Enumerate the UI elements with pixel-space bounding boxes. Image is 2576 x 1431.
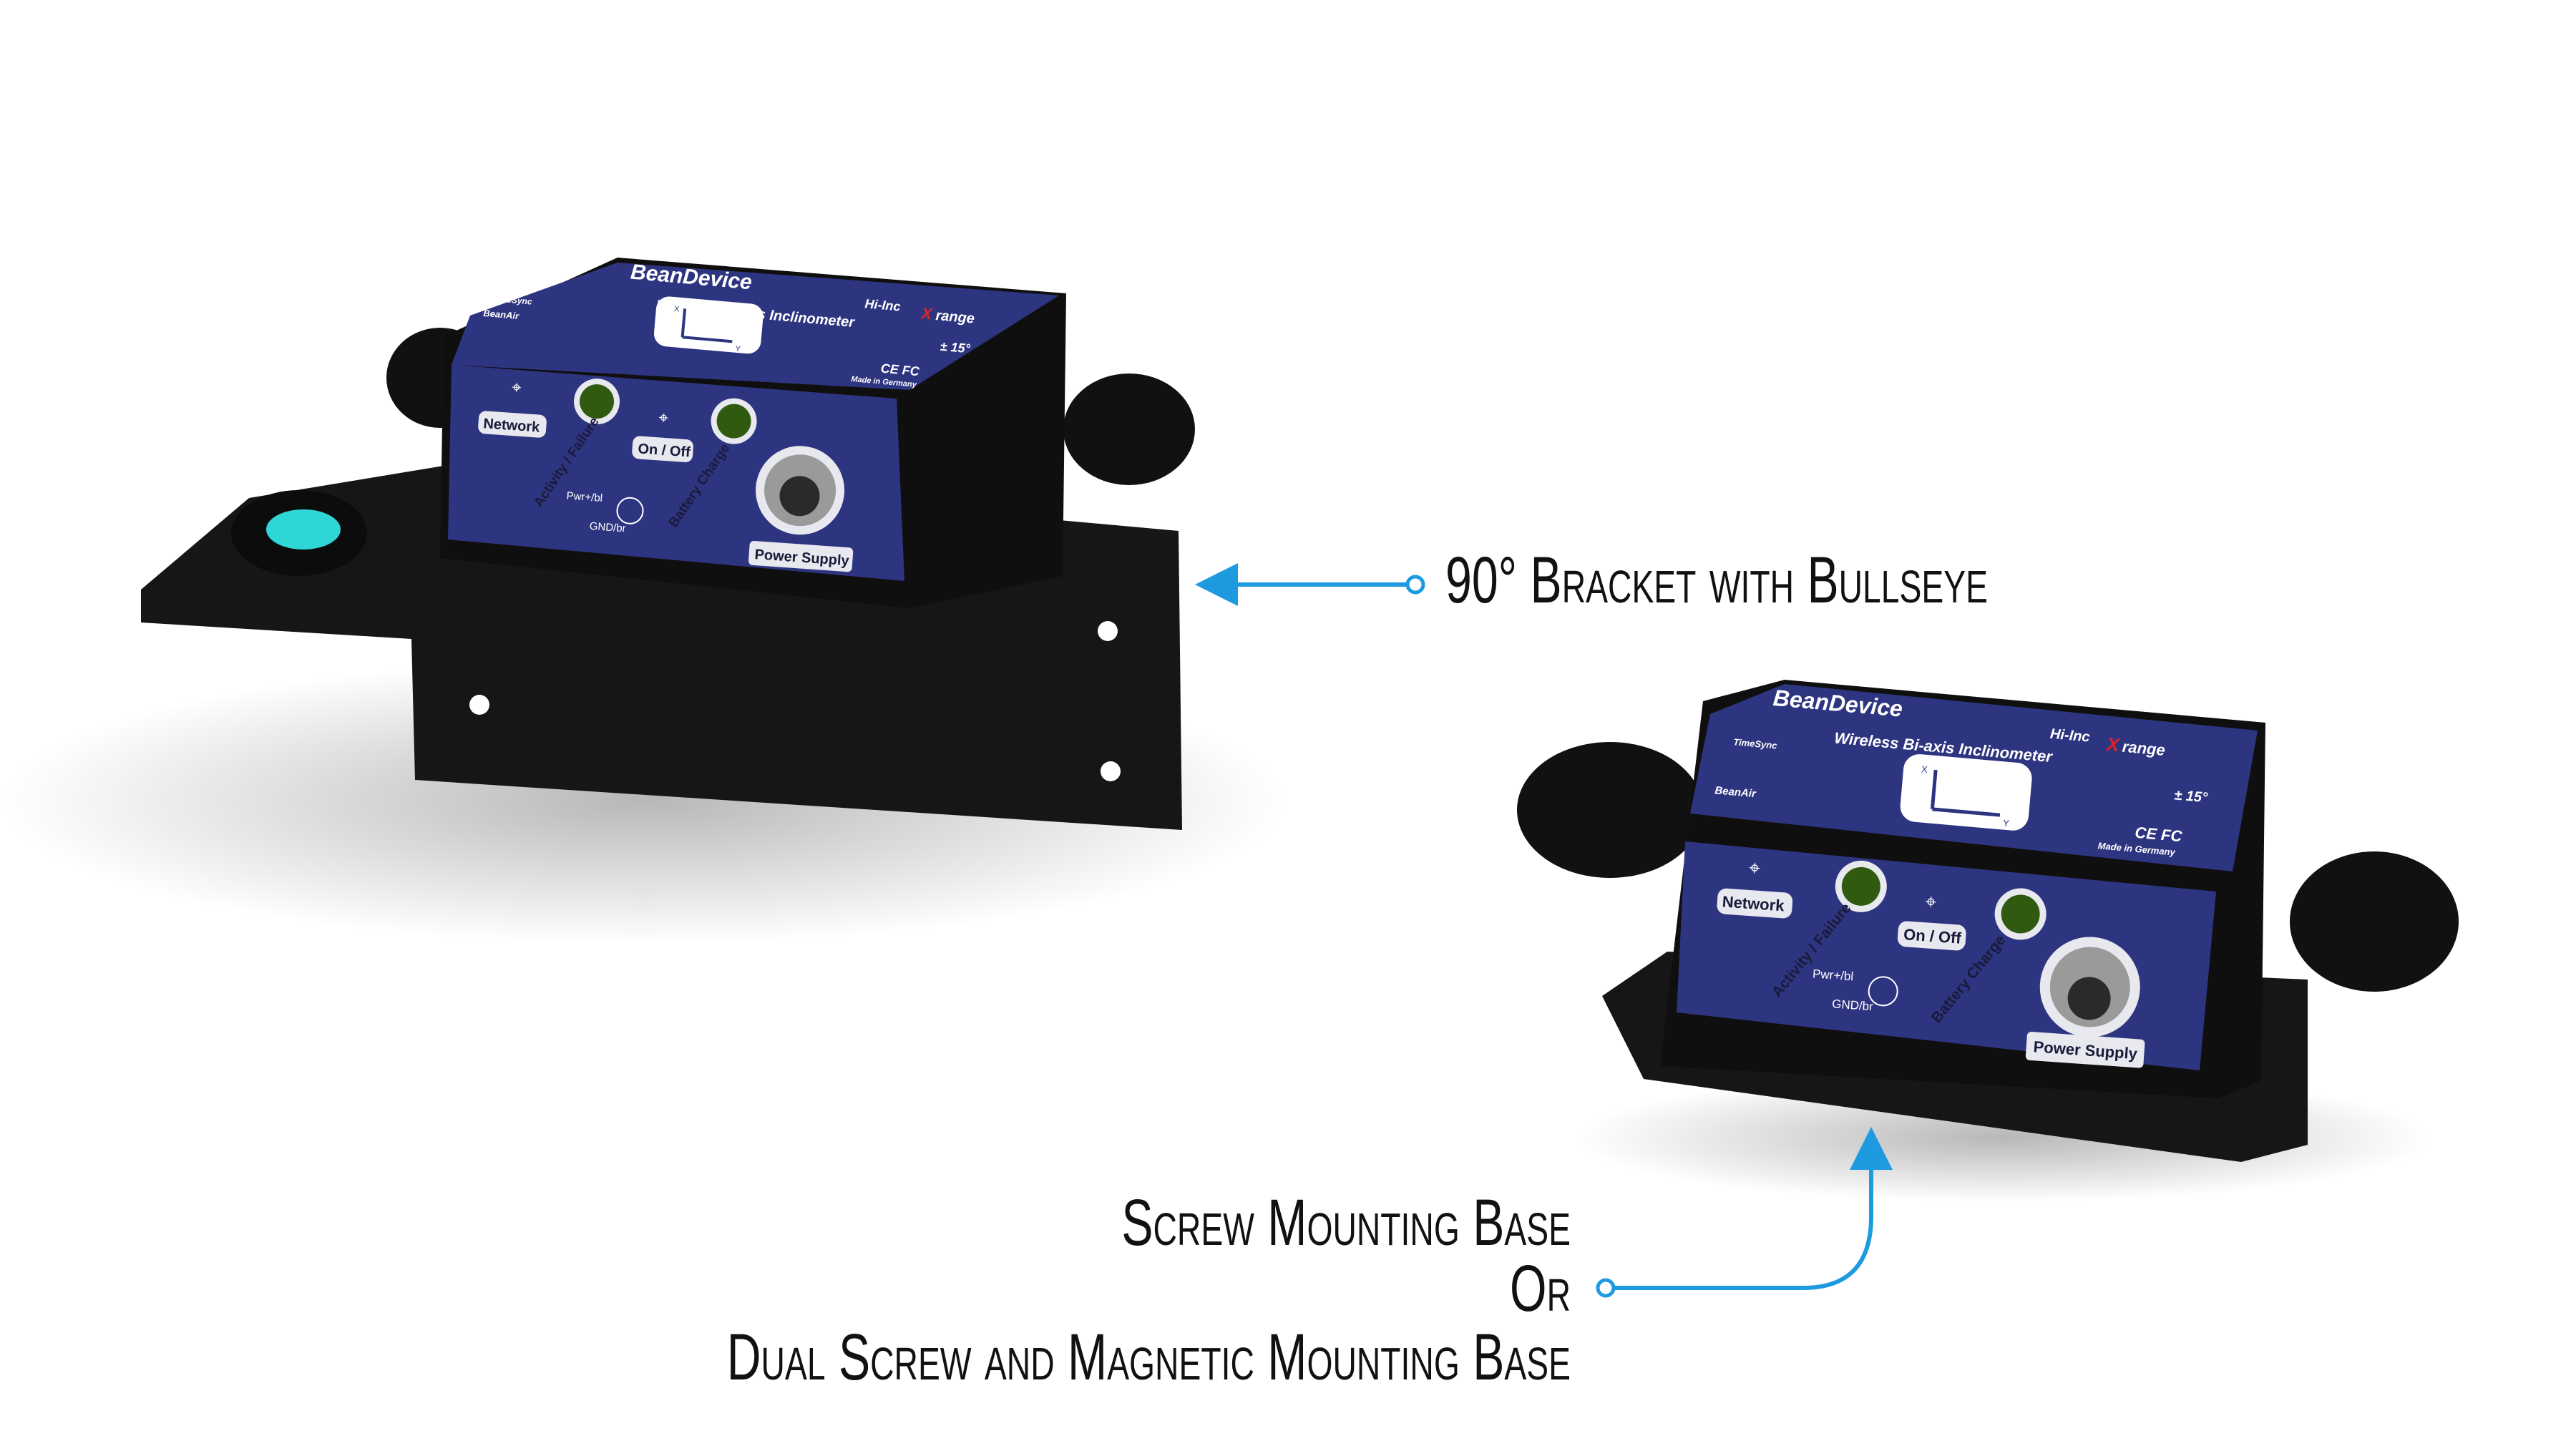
series-x-label: X [2104, 733, 2122, 756]
activity-led [1841, 866, 1880, 906]
pinout-icon [616, 497, 644, 524]
activity-led [580, 384, 615, 419]
axis-diagram [653, 296, 763, 354]
series-label: Hi-Inc [864, 296, 902, 313]
cable-gland-right [2290, 851, 2459, 992]
axis-arrows-icon [1930, 769, 2001, 817]
network-label: Network [1722, 892, 1785, 914]
power-supply-tag [748, 540, 854, 572]
base-callout-line1: Screw Mounting Base [1121, 1185, 1571, 1259]
mounting-hole [469, 695, 489, 715]
range-value: ± 15° [2173, 787, 2209, 806]
callout-bracket: 90° Bracket with Bullseye [1195, 542, 1988, 617]
axis-arrows-icon [680, 308, 733, 343]
inclinometer-with-bracket: BeanDevice Wireless Bi-axis Inclinometer… [0, 258, 1288, 944]
callout-base: Screw Mounting Base Or Dual Screw and Ma… [727, 1127, 1893, 1394]
series-label: Hi-Inc [2049, 726, 2090, 746]
bullseye-level-icon [266, 509, 341, 550]
bracket-callout-text: 90° Bracket with Bullseye [1445, 542, 1988, 616]
battery-led [716, 404, 751, 439]
series-range-label: range [2122, 738, 2166, 759]
timesync-label: TimeSync [1733, 736, 1778, 751]
network-icon: ⌖ [1748, 857, 1761, 880]
connector-socket [779, 476, 820, 517]
base-callout-line3: Dual Screw and Magnetic Mounting Base [727, 1319, 1571, 1393]
inclinometer-with-mounting-base: BeanDevice Wireless Bi-axis Inclinometer… [1517, 680, 2459, 1202]
onoff-icon: ⌖ [658, 409, 670, 428]
maker-label: BeanAir [1714, 784, 1757, 800]
onoff-label: On / Off [1903, 925, 1962, 947]
onoff-label: On / Off [638, 441, 691, 460]
cable-gland-right [1063, 373, 1195, 485]
cable-gland-left [1517, 742, 1703, 878]
battery-led [2001, 894, 2040, 934]
callout-dot [1596, 1278, 1616, 1298]
timesync-label: TimeSync [492, 293, 533, 307]
maker-label: BeanAir [483, 308, 520, 321]
network-icon: ⌖ [511, 378, 522, 398]
network-tag [1717, 888, 1793, 919]
gnd-pin-label: GND/br [589, 520, 626, 535]
axis-y-label: Y [2002, 818, 2009, 829]
onoff-icon: ⌖ [1924, 891, 1937, 914]
series-range-label: range [935, 308, 975, 327]
connector-socket [2067, 977, 2111, 1020]
callout-arrow [1611, 1127, 1893, 1290]
series-x-label: X [919, 304, 934, 323]
axis-x-label: X [1921, 763, 1928, 775]
mounting-hole [1101, 761, 1121, 781]
pinout-icon [1868, 976, 1898, 1007]
axis-diagram [1900, 754, 2032, 831]
onoff-tag [632, 436, 693, 463]
certification-marks: CE FC [880, 361, 921, 379]
gnd-pin-label: GND/br [1832, 997, 1874, 1013]
callout-dot [1405, 575, 1425, 595]
axis-y-label: Y [735, 345, 741, 354]
base-callout-line2: Or [1510, 1251, 1571, 1324]
onoff-tag [1897, 921, 1966, 951]
range-value: ± 15° [940, 339, 971, 356]
network-tag [478, 411, 547, 438]
certification-marks: CE FC [2135, 824, 2184, 846]
power-supply-tag [2025, 1031, 2145, 1068]
pwr-pin-label: Pwr+/bl [1812, 967, 1853, 983]
axis-x-label: X [673, 305, 680, 314]
mounting-hole [1098, 621, 1118, 641]
pwr-pin-label: Pwr+/bl [566, 490, 603, 504]
